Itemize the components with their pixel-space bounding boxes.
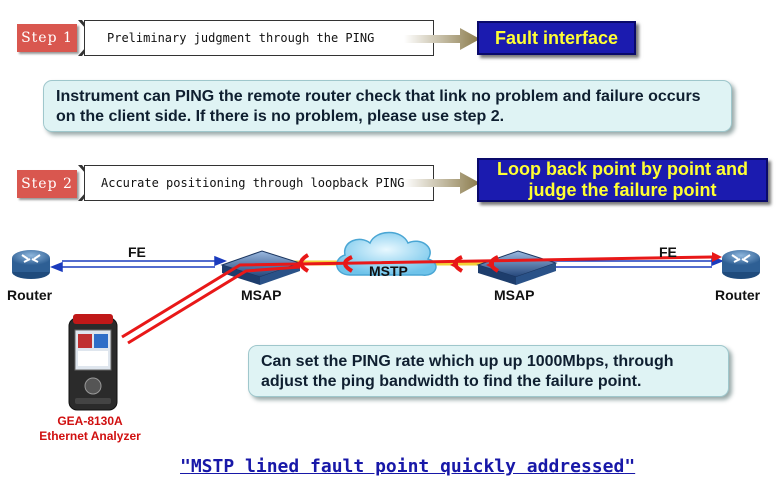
caption-quote-open: " — [180, 456, 191, 477]
fe-label-right: FE — [659, 244, 677, 260]
msap-right-icon — [476, 250, 558, 285]
device-name: GEA-8130A — [57, 414, 123, 428]
step-2-arrow — [404, 172, 480, 194]
info-box-1: Instrument can PING the remote router ch… — [43, 80, 732, 132]
step-1-arrow — [404, 28, 480, 50]
router-right-label: Router — [715, 287, 761, 303]
msap-left-label: MSAP — [241, 287, 282, 303]
network-diagram — [12, 231, 760, 345]
step-2-tag: Step 2 — [17, 170, 77, 198]
step-2-box: Accurate positioning through loopback PI… — [84, 165, 434, 201]
step-1-box: Preliminary judgment through the PING — [84, 20, 434, 56]
router-left-label: Router — [7, 287, 53, 303]
router-left-icon — [12, 250, 50, 279]
step-1-text: Preliminary judgment through the PING — [107, 31, 375, 45]
fe-link-left — [49, 255, 228, 273]
fe-label-left: FE — [128, 244, 146, 260]
info-box-2: Can set the PING rate which up up 1000Mb… — [248, 345, 729, 397]
caption-link[interactable]: MSTP lined fault point quickly addressed — [190, 456, 625, 477]
router-right-icon — [722, 250, 760, 279]
loopback-arrowheads — [292, 252, 722, 269]
caption: "MSTP lined fault point quickly addresse… — [180, 456, 635, 477]
step-2-result: Loop back point by point and judge the f… — [477, 158, 768, 202]
device-labels: GEA-8130A Ethernet Analyzer — [30, 414, 150, 444]
step-1-tag: Step 1 — [17, 24, 77, 52]
device-desc: Ethernet Analyzer — [39, 429, 141, 443]
msap-right-label: MSAP — [494, 287, 535, 303]
ethernet-analyzer-device — [68, 314, 118, 411]
caption-quote-close: " — [624, 456, 636, 477]
cloud-label: MSTP — [369, 263, 408, 279]
ping-path — [121, 255, 713, 345]
step-1-result: Fault interface — [477, 21, 636, 55]
step-2-text: Accurate positioning through loopback PI… — [101, 176, 405, 190]
